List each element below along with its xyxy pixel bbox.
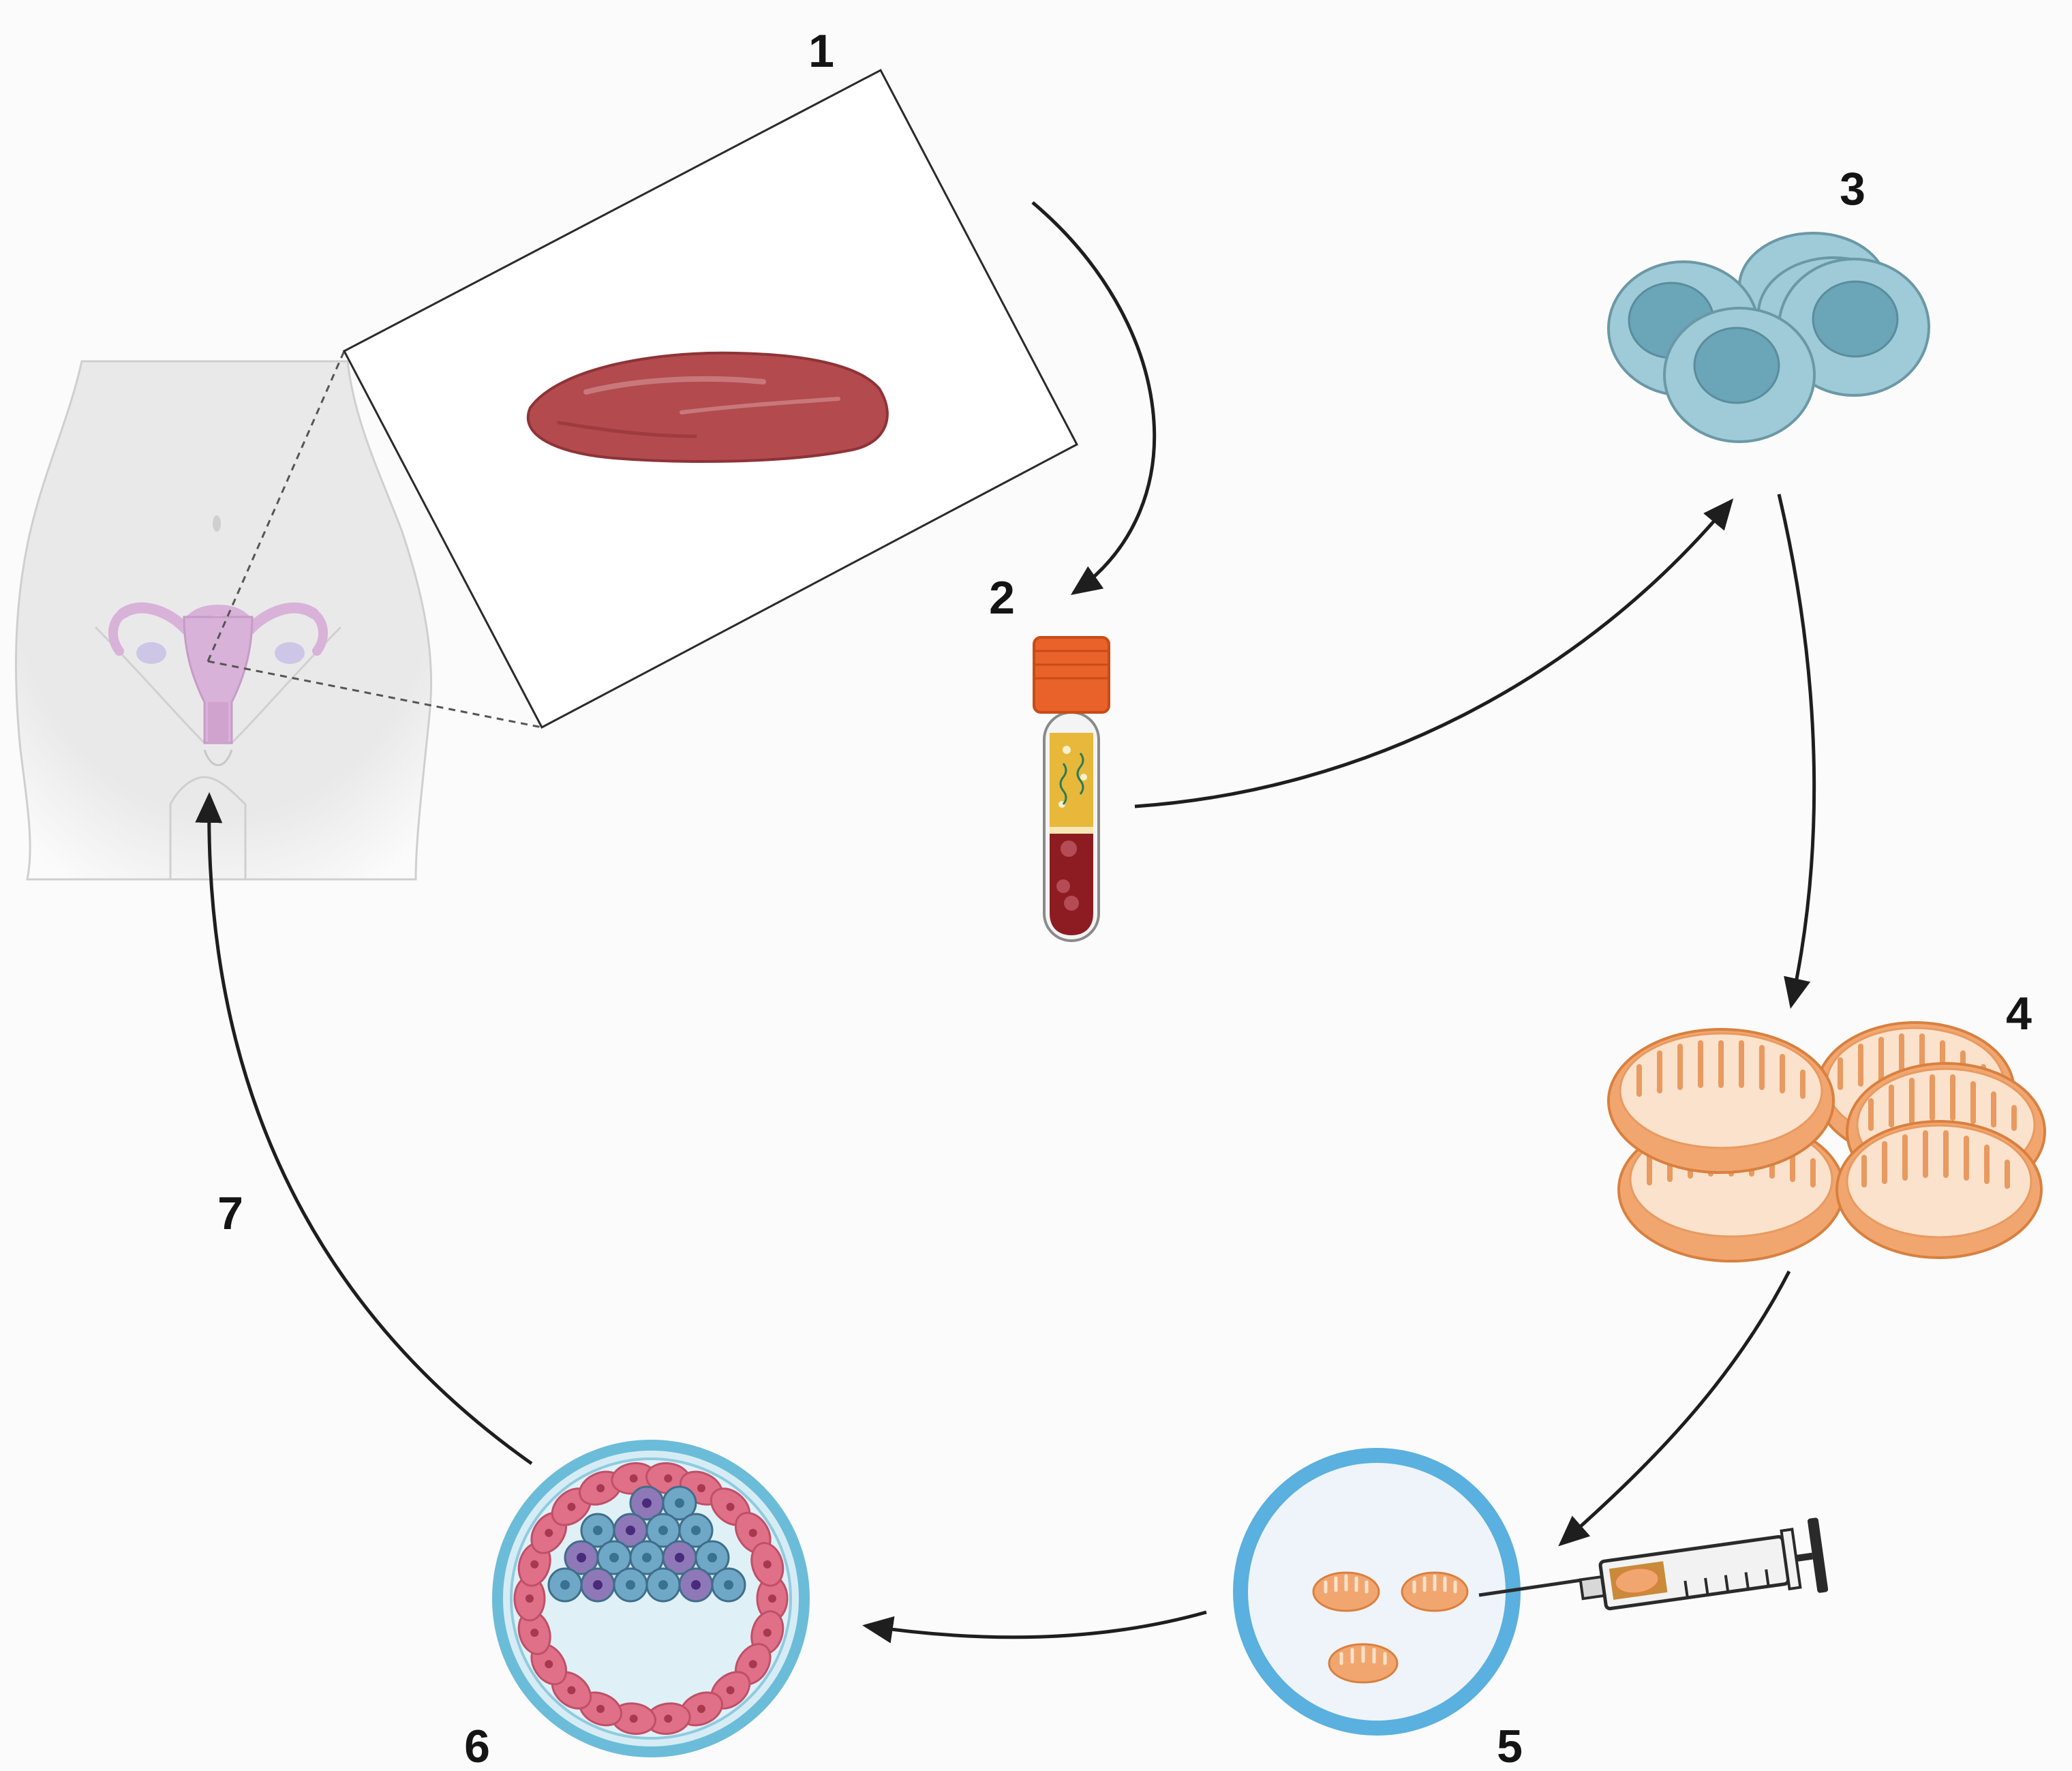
inner-cell bbox=[580, 1513, 615, 1548]
arrow-5-to-6 bbox=[862, 1610, 1207, 1644]
trophectoderm-layer bbox=[513, 1462, 789, 1735]
inner-cell bbox=[564, 1540, 599, 1575]
tissue-sample-icon bbox=[526, 351, 889, 463]
dish-mitochondrion bbox=[1401, 1571, 1469, 1612]
step-number-2: 2 bbox=[989, 572, 1015, 624]
process-arrows bbox=[195, 201, 1816, 1644]
endometrial-tissue-panel bbox=[342, 68, 1079, 729]
inner-cell bbox=[662, 1485, 697, 1521]
inner-cell bbox=[695, 1540, 730, 1575]
inner-cell bbox=[613, 1567, 648, 1603]
inner-cell bbox=[547, 1567, 583, 1603]
inner-cell bbox=[645, 1513, 681, 1548]
inner-cell bbox=[662, 1540, 697, 1575]
inner-cell bbox=[580, 1567, 615, 1603]
step-number-3: 3 bbox=[1840, 163, 1865, 215]
blood-sample-tube-icon bbox=[1033, 636, 1110, 942]
step-number-1: 1 bbox=[808, 25, 834, 77]
trophectoderm-cell bbox=[611, 1702, 656, 1735]
zoom-indicator bbox=[207, 350, 543, 729]
inner-cell-mass bbox=[547, 1485, 746, 1603]
step-labels: 1 2 3 4 5 6 7 bbox=[217, 25, 2032, 1771]
inner-cell bbox=[711, 1567, 746, 1603]
arrow-4-to-5 bbox=[1558, 1270, 1791, 1547]
inner-cell bbox=[629, 1485, 665, 1521]
trophectoderm-cell bbox=[750, 1542, 784, 1587]
arrow-2-to-3 bbox=[1134, 498, 1734, 808]
step-number-5: 5 bbox=[1497, 1721, 1523, 1771]
step-number-7: 7 bbox=[217, 1187, 243, 1239]
mitochondria-icon bbox=[1607, 1021, 2046, 1262]
mitochondrial-injection-dish-icon bbox=[1233, 1448, 1521, 1736]
dish-mitochondrion bbox=[1328, 1643, 1399, 1684]
trophectoderm-cell bbox=[513, 1575, 546, 1622]
inner-cell bbox=[678, 1567, 714, 1603]
arrow-3-to-4 bbox=[1777, 494, 1816, 1009]
dish-mitochondrion bbox=[1312, 1571, 1380, 1612]
inner-cell bbox=[645, 1567, 681, 1603]
arrow-1-to-2 bbox=[1031, 201, 1157, 595]
uterus-icon bbox=[108, 602, 329, 744]
isolated-cells-icon bbox=[1607, 232, 1930, 443]
arrow-6-to-7 bbox=[195, 792, 533, 1466]
blastocyst-icon bbox=[492, 1440, 810, 1757]
syringe-icon bbox=[1478, 1517, 1829, 1611]
navel-icon bbox=[213, 515, 221, 532]
step-number-4: 4 bbox=[2006, 988, 2032, 1040]
trophectoderm-cell bbox=[679, 1691, 723, 1727]
step-number-6: 6 bbox=[464, 1721, 490, 1771]
inner-cell bbox=[678, 1513, 714, 1548]
